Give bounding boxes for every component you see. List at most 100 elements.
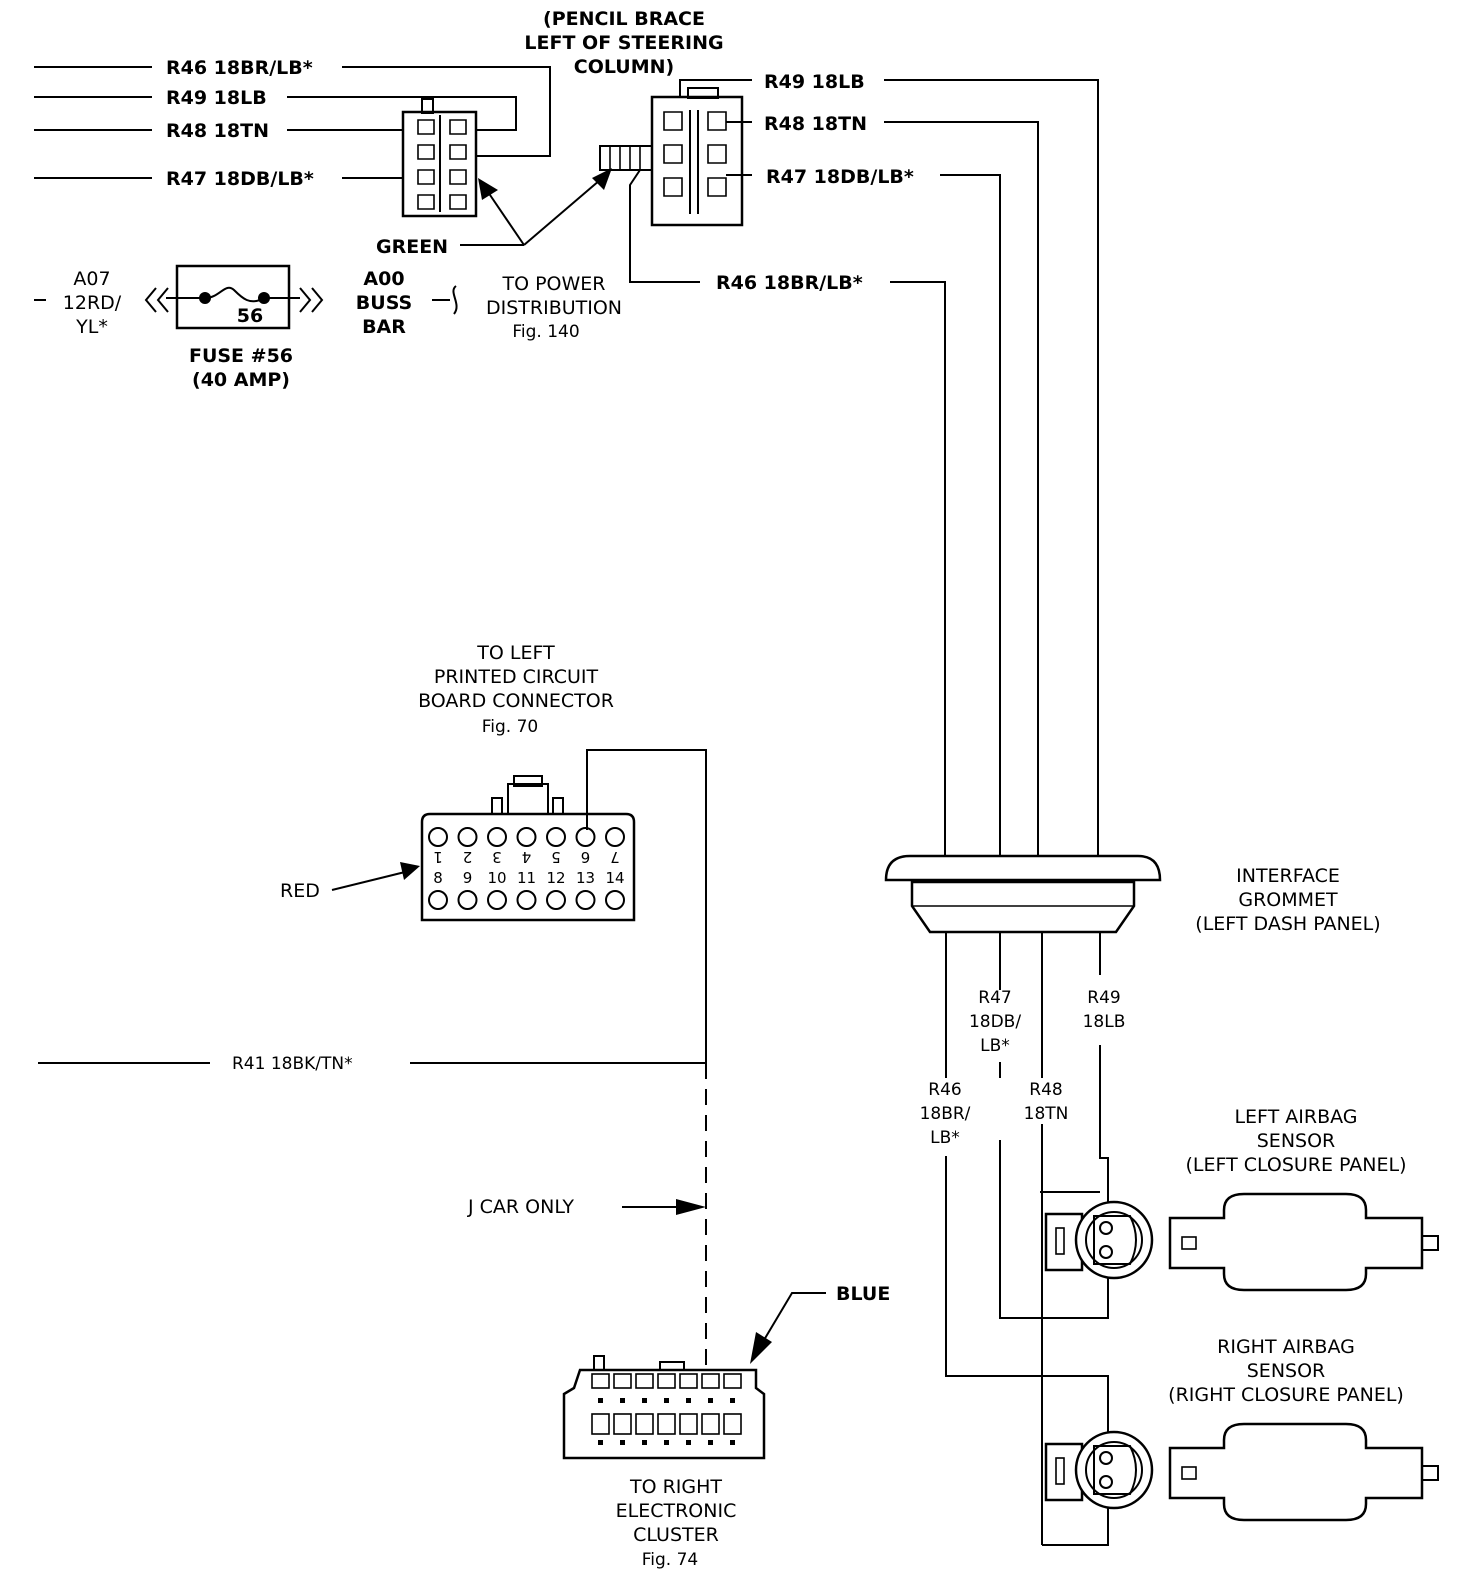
- pcb-pin-number-bottom: 14: [605, 869, 624, 887]
- pcb-pin-number-bottom: 9: [463, 869, 473, 887]
- right-upper-wires: R49 18LB R48 18TN R47 18DB/LB* R46 18BR/…: [629, 71, 1099, 856]
- red-label: RED: [280, 880, 320, 902]
- pcb-pin-bottom: [575, 890, 596, 910]
- pcb-pin-top: [516, 827, 537, 847]
- cluster-dot: [730, 1398, 735, 1403]
- svg-text:(PENCIL BRACE: (PENCIL BRACE: [543, 8, 705, 30]
- grommet-label: INTERFACE GROMMET (LEFT DASH PANEL): [1195, 865, 1380, 935]
- svg-text:R47: R47: [978, 988, 1011, 1008]
- svg-text:(LEFT CLOSURE PANEL): (LEFT CLOSURE PANEL): [1185, 1154, 1406, 1176]
- wire-label-r47-right: R47 18DB/LB*: [766, 166, 914, 188]
- pcb-pin-number-top: 1: [433, 848, 443, 866]
- cluster-terminal-bottom: [679, 1413, 698, 1435]
- svg-text:DISTRIBUTION: DISTRIBUTION: [486, 297, 622, 319]
- cluster-terminal-bottom: [657, 1413, 676, 1435]
- pcb-pin-bottom: [457, 890, 478, 910]
- pcb-pin-number-top: 2: [463, 848, 473, 866]
- pcb-pin-number-bottom: 12: [546, 869, 565, 887]
- wire-label-r41: R41 18BK/TN*: [232, 1054, 353, 1074]
- svg-text:COLUMN): COLUMN): [574, 56, 674, 78]
- top-left-wires: R46 18BR/LB* R49 18LB R48 18TN R47 18DB/…: [34, 57, 551, 190]
- red-callout: RED: [280, 862, 420, 902]
- pcb-pin-number-bottom: 13: [576, 869, 595, 887]
- green-callout: GREEN: [376, 168, 612, 258]
- svg-text:LB*: LB*: [930, 1128, 960, 1148]
- cluster-dot: [730, 1440, 735, 1445]
- right-airbag-sensor: [1044, 1422, 1439, 1522]
- cluster-dot: [598, 1440, 603, 1445]
- svg-text:SENSOR: SENSOR: [1247, 1360, 1326, 1382]
- svg-text:R49: R49: [1087, 988, 1120, 1008]
- wire-label-r46-right: R46 18BR/LB*: [716, 272, 863, 294]
- cluster-terminal-top: [591, 1373, 610, 1389]
- cluster-terminal-bottom: [591, 1413, 610, 1435]
- j-car-callout: J CAR ONLY: [467, 1196, 706, 1218]
- pcb-pin-top: [546, 827, 566, 847]
- wire-label-r49-right: R49 18LB: [764, 71, 865, 93]
- svg-text:18DB/: 18DB/: [969, 1012, 1021, 1032]
- wire-label-r48-right: R48 18TN: [764, 113, 867, 135]
- cluster-terminal-top: [635, 1373, 654, 1389]
- svg-text:CLUSTER: CLUSTER: [633, 1524, 719, 1546]
- svg-text:BUSS: BUSS: [356, 292, 412, 314]
- svg-text:12RD/: 12RD/: [63, 292, 122, 314]
- cluster-terminal-bottom: [701, 1413, 720, 1435]
- cluster-dot: [664, 1398, 669, 1403]
- wire-label-r48-top: R48 18TN: [166, 120, 269, 142]
- interface-grommet: [884, 854, 1162, 934]
- wire-label-r46-top: R46 18BR/LB*: [166, 57, 313, 79]
- fuse-circuit: A07 12RD/ YL* 56 FUSE #56 (40 AMP) A00 B…: [34, 264, 622, 391]
- svg-text:18TN: 18TN: [1024, 1104, 1069, 1124]
- r41-wire: R41 18BK/TN*: [38, 1054, 706, 1074]
- cluster-terminal-top: [613, 1373, 632, 1389]
- svg-text:A00: A00: [363, 268, 404, 290]
- pcb-pin-number-top: 3: [492, 848, 502, 866]
- cluster-dot: [620, 1440, 625, 1445]
- left-sensor-label: LEFT AIRBAG SENSOR (LEFT CLOSURE PANEL): [1185, 1106, 1406, 1176]
- wire-label-r49-top: R49 18LB: [166, 87, 267, 109]
- right-sensor-label: RIGHT AIRBAG SENSOR (RIGHT CLOSURE PANEL…: [1168, 1336, 1404, 1406]
- pcb-pin-bottom: [487, 890, 507, 910]
- cluster-terminal-top: [657, 1373, 676, 1389]
- svg-text:INTERFACE: INTERFACE: [1236, 865, 1340, 887]
- pcb-pin-top: [605, 827, 625, 847]
- left-pcb-label: TO LEFT PRINTED CIRCUIT BOARD CONNECTOR …: [418, 642, 614, 737]
- cluster-terminal-bottom: [723, 1413, 742, 1435]
- pcb-pin-number-top: 5: [551, 848, 561, 866]
- pcb-pin-number-top: 7: [610, 848, 620, 866]
- svg-text:SENSOR: SENSOR: [1257, 1130, 1336, 1152]
- svg-text:(LEFT DASH PANEL): (LEFT DASH PANEL): [1195, 913, 1380, 935]
- cluster-terminal-top: [723, 1373, 742, 1389]
- pcb-pin-number-top: 6: [581, 848, 591, 866]
- pcb-pin-bottom: [428, 890, 448, 910]
- svg-text:LB*: LB*: [980, 1036, 1010, 1056]
- pcb-pin-top: [575, 827, 596, 847]
- pencil-brace-label: (PENCIL BRACE LEFT OF STEERING COLUMN): [524, 8, 723, 78]
- pcb-pin-top: [457, 827, 478, 847]
- cluster-dot: [664, 1440, 669, 1445]
- pcb-pin-top: [487, 827, 507, 847]
- svg-text:PRINTED CIRCUIT: PRINTED CIRCUIT: [434, 666, 599, 688]
- cluster-terminal-bottom: [613, 1413, 632, 1435]
- svg-text:TO LEFT: TO LEFT: [476, 642, 555, 664]
- blue-label: BLUE: [836, 1283, 890, 1305]
- green-connector-left: [401, 98, 478, 218]
- pcb-pin-top: [428, 827, 448, 847]
- cluster-dot: [708, 1440, 713, 1445]
- svg-text:BAR: BAR: [362, 316, 406, 338]
- svg-text:18BR/: 18BR/: [920, 1104, 971, 1124]
- svg-text:A07: A07: [73, 268, 110, 290]
- svg-text:Fig. 74: Fig. 74: [642, 1550, 699, 1570]
- pcb-pin-number-bottom: 10: [487, 869, 506, 887]
- svg-text:LEFT OF STEERING: LEFT OF STEERING: [524, 32, 723, 54]
- cluster-dot: [642, 1440, 647, 1445]
- svg-text:GROMMET: GROMMET: [1238, 889, 1338, 911]
- svg-text:R48: R48: [1029, 1080, 1062, 1100]
- svg-text:Fig. 140: Fig. 140: [512, 322, 579, 342]
- cluster-terminal-top: [679, 1373, 698, 1389]
- cluster-dot: [686, 1440, 691, 1445]
- svg-text:BOARD CONNECTOR: BOARD CONNECTOR: [418, 690, 614, 712]
- pcb-pin-number-bottom: 11: [517, 869, 536, 887]
